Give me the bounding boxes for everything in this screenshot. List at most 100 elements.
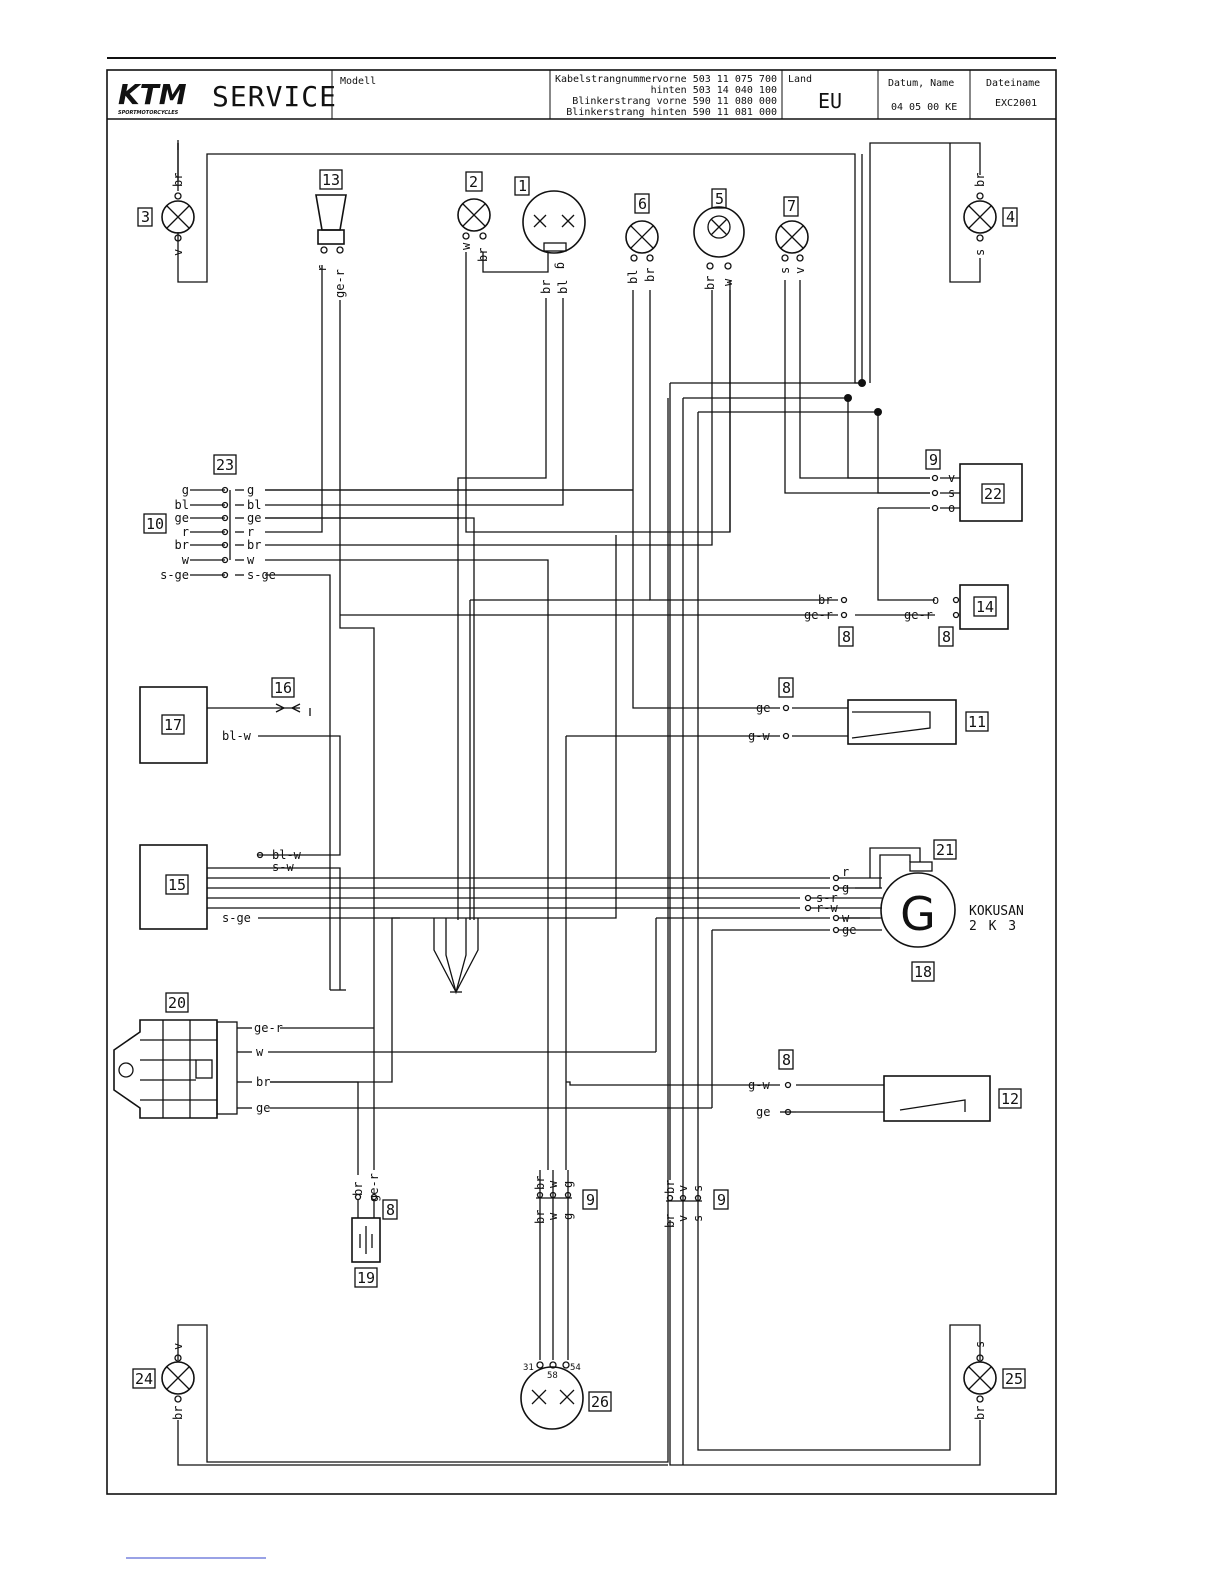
wire-label: br (539, 280, 553, 294)
label-6: 6 (638, 195, 647, 213)
terminal-31: 31 (523, 1363, 534, 1373)
label-9: 9 (586, 1191, 595, 1209)
wire-label: s (691, 1185, 705, 1192)
conn-left-0: g (182, 483, 189, 497)
generator-model: 2 K 3 (969, 919, 1018, 934)
wire-label: br (533, 1210, 547, 1224)
wire-label: w (546, 1180, 560, 1188)
wire-label: br (171, 1406, 185, 1420)
wire-label: br (171, 173, 185, 187)
conn-right-5: w (247, 553, 255, 567)
wire-label: v (793, 267, 807, 274)
conn-left-2: ge (175, 511, 189, 525)
datum-value: 04 05 00 KE (891, 102, 957, 113)
wire-label: br (256, 1075, 270, 1089)
conn-right-1: bl (247, 498, 261, 512)
wire-label: g (554, 262, 568, 269)
wire-label: br (476, 248, 490, 262)
wire-label: br (643, 268, 657, 282)
terminal-54: 54 (570, 1363, 581, 1373)
wire-label: r (315, 265, 329, 272)
label-17: 17 (164, 716, 182, 734)
wire-label: br (818, 593, 832, 607)
wire-label: v (948, 471, 955, 485)
component-14: 14 br ge-r o ge-r 8 8 (804, 584, 1009, 647)
label-25: 25 (1005, 1370, 1023, 1388)
terminal-58: 58 (547, 1371, 558, 1381)
tail-light-26: 31 58 54 26 (520, 1361, 612, 1430)
label-9: 9 (929, 451, 938, 469)
wire-label: ge-r (333, 269, 347, 298)
component-17: 17 16 bl-w (139, 677, 301, 764)
kabel-line-4: Blinkerstrang hinten 590 11 081 000 (566, 107, 777, 118)
title-block: KTM SPORTMOTORCYCLES SERVICE Modell Kabe… (106, 57, 1057, 1495)
wire-label: s (973, 249, 987, 256)
wire-label: br (663, 1214, 677, 1228)
wire-label: ge (256, 1101, 270, 1115)
wire-label: ge-r (254, 1021, 283, 1035)
wire-label: s (948, 486, 955, 500)
bulb-25: 25 s br (963, 1341, 1026, 1420)
wire-label: s (691, 1215, 705, 1222)
label-8: 8 (842, 628, 851, 646)
generator-18: G 21 18 KOKUSAN 2 K 3 r g s-r r-w w ge (804, 839, 1024, 982)
wire-label: w (721, 278, 735, 286)
label-8: 8 (386, 1201, 395, 1219)
wire-label: br (973, 1406, 987, 1420)
wire-label: br (703, 276, 717, 290)
wire-label: br (663, 1180, 677, 1194)
bulb-3: 3 br v (137, 173, 195, 256)
label-3: 3 (141, 208, 150, 226)
kabel-line-3: Blinkerstrang vorne 590 11 080 000 (572, 96, 777, 107)
kabel-line-2: hinten 503 14 040 100 (651, 85, 777, 96)
conn-right-6: s-ge (247, 568, 276, 582)
wire-label: v (171, 1343, 185, 1350)
connector-9-speedo: 9 br w g br w g (533, 1176, 598, 1224)
wire-label: s (973, 1341, 987, 1348)
label-19: 19 (357, 1269, 375, 1287)
conn-right-0: g (247, 483, 254, 497)
wire-label: w (546, 1212, 560, 1220)
kabel-line-1: vorne 503 11 075 700 (657, 74, 777, 85)
dashboard-1: 1 g br bl (514, 176, 586, 294)
label-8: 8 (942, 628, 951, 646)
generator-brand: KOKUSAN (969, 904, 1024, 919)
label-20: 20 (168, 994, 186, 1012)
bulb-4: 4 br s (963, 173, 1018, 256)
harness-wires (177, 140, 981, 1466)
bulb-24: 24 v br (132, 1343, 195, 1420)
horn-13: 13 r ge-r (315, 169, 347, 298)
cdi-unit-20: 20 ge-r w br ge (113, 992, 283, 1119)
brand-logo: KTM (118, 78, 187, 111)
conn-right-3: r (247, 525, 254, 539)
component-22: 22 9 v s o (925, 449, 1023, 522)
wire-label: w (256, 1045, 264, 1059)
wire-label: o (932, 593, 939, 607)
label-1: 1 (518, 177, 527, 195)
label-11: 11 (968, 713, 986, 731)
conn-right-4: br (247, 538, 261, 552)
modell-label: Modell (340, 76, 376, 87)
wire-label: s (778, 267, 792, 274)
land-label: Land (788, 74, 812, 85)
label-8: 8 (782, 1051, 791, 1069)
wire-label: g-w (748, 729, 770, 743)
component-15: 15 bl-w s-w s-ge (139, 844, 302, 930)
wire-label: g-w (748, 1078, 770, 1092)
wire-label: o (948, 501, 955, 515)
wire-label: ge-r (904, 608, 933, 622)
wire-label: br (973, 173, 987, 187)
wire-label: r (842, 865, 849, 879)
conn-right-2: ge (247, 511, 261, 525)
wire-label: w (842, 911, 850, 925)
wire-label: ge (756, 1105, 770, 1119)
label-8: 8 (782, 679, 791, 697)
label-13: 13 (322, 171, 340, 189)
wire-label: bl-w (272, 848, 302, 862)
switch-12: 12 8 g-w ge (748, 1049, 1022, 1122)
label-12: 12 (1001, 1090, 1019, 1108)
conn-left-3: r (182, 525, 189, 539)
label-22: 22 (984, 485, 1002, 503)
label-9: 9 (717, 1191, 726, 1209)
wire-label: g (842, 881, 849, 895)
